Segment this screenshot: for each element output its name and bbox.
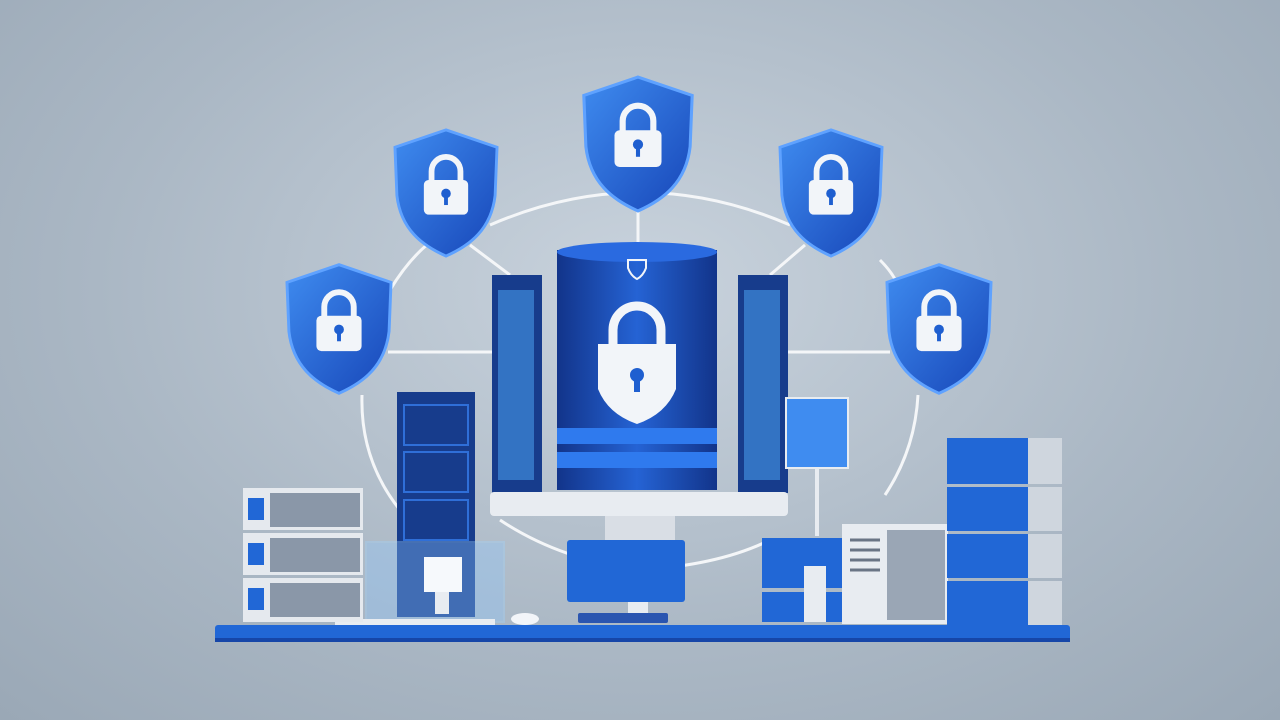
shield-lock-icon (887, 265, 991, 394)
server-stack-left (243, 488, 363, 622)
monitor (567, 540, 685, 602)
dashboard-screen (785, 397, 849, 536)
mouse (511, 613, 539, 625)
monitor-stand-top (490, 492, 788, 516)
shield-lock-icon (287, 265, 391, 394)
shield-lock-icon (780, 130, 882, 256)
shield-lock-icon (584, 77, 692, 211)
storage-unit (762, 538, 842, 622)
server-cabinet (842, 524, 948, 624)
shield-lock-icon (395, 130, 497, 256)
server-rack-right (738, 275, 788, 493)
platform (215, 625, 1070, 641)
server-stack-right (947, 438, 1062, 625)
laptop (335, 541, 505, 625)
keyboard (578, 613, 668, 623)
server-rack-left (492, 275, 542, 493)
database-lock-icon (557, 242, 717, 490)
